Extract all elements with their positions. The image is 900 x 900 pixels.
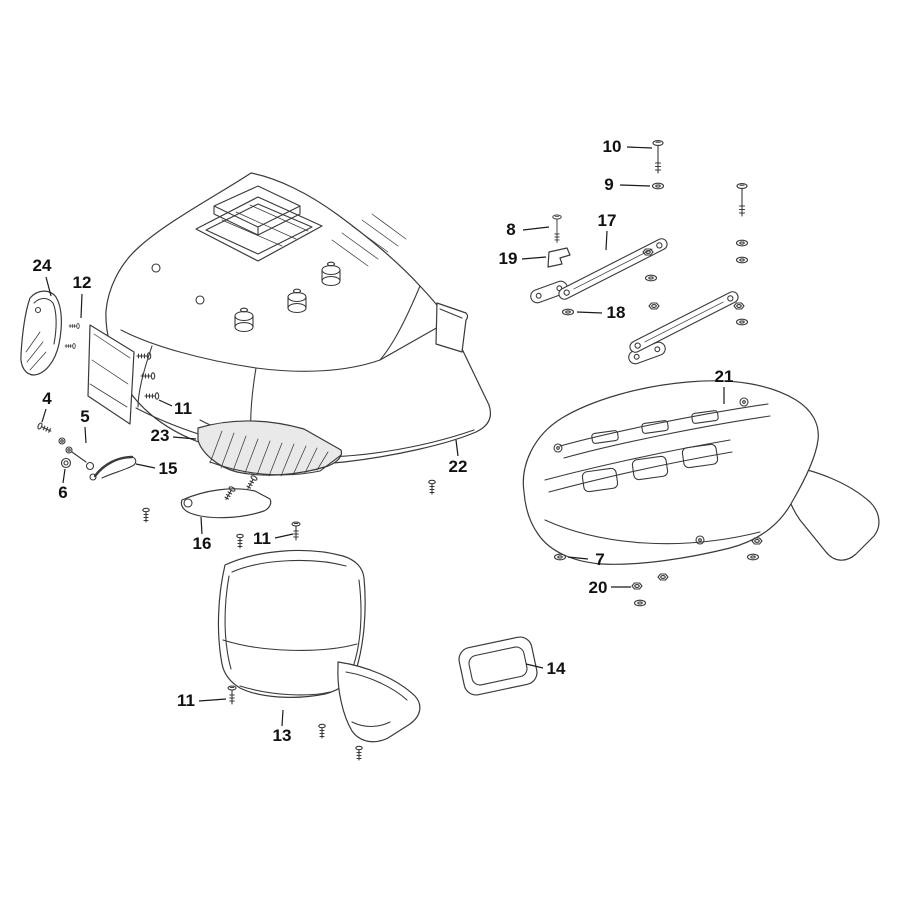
screw-drawing xyxy=(318,723,326,739)
leader-line xyxy=(80,293,83,319)
strap-drawing xyxy=(627,289,741,355)
lower-shroud-drawing xyxy=(217,549,421,743)
gasket-frame-drawing xyxy=(458,636,538,696)
leader-line xyxy=(84,426,87,444)
strap-drawing xyxy=(556,236,670,302)
leader-line xyxy=(605,230,608,251)
washer-drawing xyxy=(633,599,647,607)
part-number-label: 12 xyxy=(72,273,92,292)
nut-drawing xyxy=(751,537,763,545)
part-number-label: 9 xyxy=(604,175,614,194)
screw-drawing xyxy=(68,323,80,329)
leader-lines-layer xyxy=(41,146,725,727)
part-number-label: 11 xyxy=(177,691,195,710)
leader-line xyxy=(45,276,52,297)
side-plate-drawing xyxy=(64,323,160,425)
part-number-label: 22 xyxy=(448,457,468,476)
washer-drawing xyxy=(651,182,665,190)
part-number-label: 15 xyxy=(158,459,178,478)
hardware-cluster-drawing xyxy=(528,140,749,367)
left-fastener-group-drawing xyxy=(36,421,137,481)
washer-drawing xyxy=(735,239,749,247)
screw-drawing xyxy=(736,183,748,217)
screw-drawing xyxy=(142,507,150,523)
part-number-label: 11 xyxy=(253,529,271,548)
leader-line xyxy=(626,146,653,149)
nut-drawing xyxy=(648,302,660,310)
part-number-label: 8 xyxy=(506,220,516,239)
front-trim-drawing xyxy=(197,420,343,477)
leader-line xyxy=(619,184,651,187)
leader-line xyxy=(41,408,47,423)
screw-drawing xyxy=(355,745,363,761)
washer-drawing xyxy=(644,274,658,282)
washer-drawing xyxy=(735,318,749,326)
washer-drawing xyxy=(561,308,575,316)
washer-drawing xyxy=(553,553,567,561)
screw-drawing xyxy=(428,479,436,495)
part-number-label: 4 xyxy=(42,389,52,408)
leader-line xyxy=(200,516,203,535)
leader-line xyxy=(158,399,173,407)
leader-line xyxy=(455,439,459,457)
part-number-label: 11 xyxy=(174,399,192,418)
screw-drawing xyxy=(244,474,259,491)
part-number-label: 24 xyxy=(32,256,52,275)
part-number-label: 21 xyxy=(714,367,734,386)
leader-line xyxy=(525,663,544,669)
leader-line xyxy=(274,533,294,539)
screw-drawing xyxy=(64,343,76,349)
screw-drawing xyxy=(36,421,53,435)
upper-housing-drawing xyxy=(105,172,492,466)
part-number-label: 16 xyxy=(192,534,212,553)
screw-drawing xyxy=(552,214,562,243)
leader-line xyxy=(521,256,547,260)
part-number-label: 17 xyxy=(597,211,617,230)
part-number-label: 6 xyxy=(58,483,68,502)
part-number-label: 10 xyxy=(602,137,622,156)
leader-line xyxy=(172,436,197,440)
washer-drawing xyxy=(746,553,760,561)
lower-bracket-drawing xyxy=(180,474,272,519)
part-number-label: 23 xyxy=(150,426,170,445)
leader-line xyxy=(281,709,284,727)
leader-line xyxy=(198,698,227,702)
nut-drawing xyxy=(733,302,745,310)
washer-drawing xyxy=(735,256,749,264)
deflector-drawing xyxy=(20,290,62,376)
screw-drawing xyxy=(291,521,301,541)
part-number-label: 20 xyxy=(588,578,608,597)
part-number-label: 5 xyxy=(80,407,90,426)
part-number-label: 13 xyxy=(272,726,292,745)
clip-drawing xyxy=(547,247,571,268)
leader-line xyxy=(567,556,589,560)
part-number-label: 7 xyxy=(595,550,605,569)
screw-drawing xyxy=(227,685,237,705)
leader-line xyxy=(522,226,550,231)
nut-drawing xyxy=(631,582,643,590)
part-number-label: 18 xyxy=(606,303,626,322)
part-number-label: 19 xyxy=(498,249,518,268)
part-number-label: 14 xyxy=(546,659,566,678)
screw-drawing xyxy=(236,533,244,549)
screw-drawing xyxy=(652,140,664,174)
leader-line xyxy=(576,311,603,314)
leader-line xyxy=(135,463,156,469)
nut-drawing xyxy=(657,573,669,581)
lower-cover-drawing xyxy=(522,380,880,565)
leader-line xyxy=(62,468,66,484)
